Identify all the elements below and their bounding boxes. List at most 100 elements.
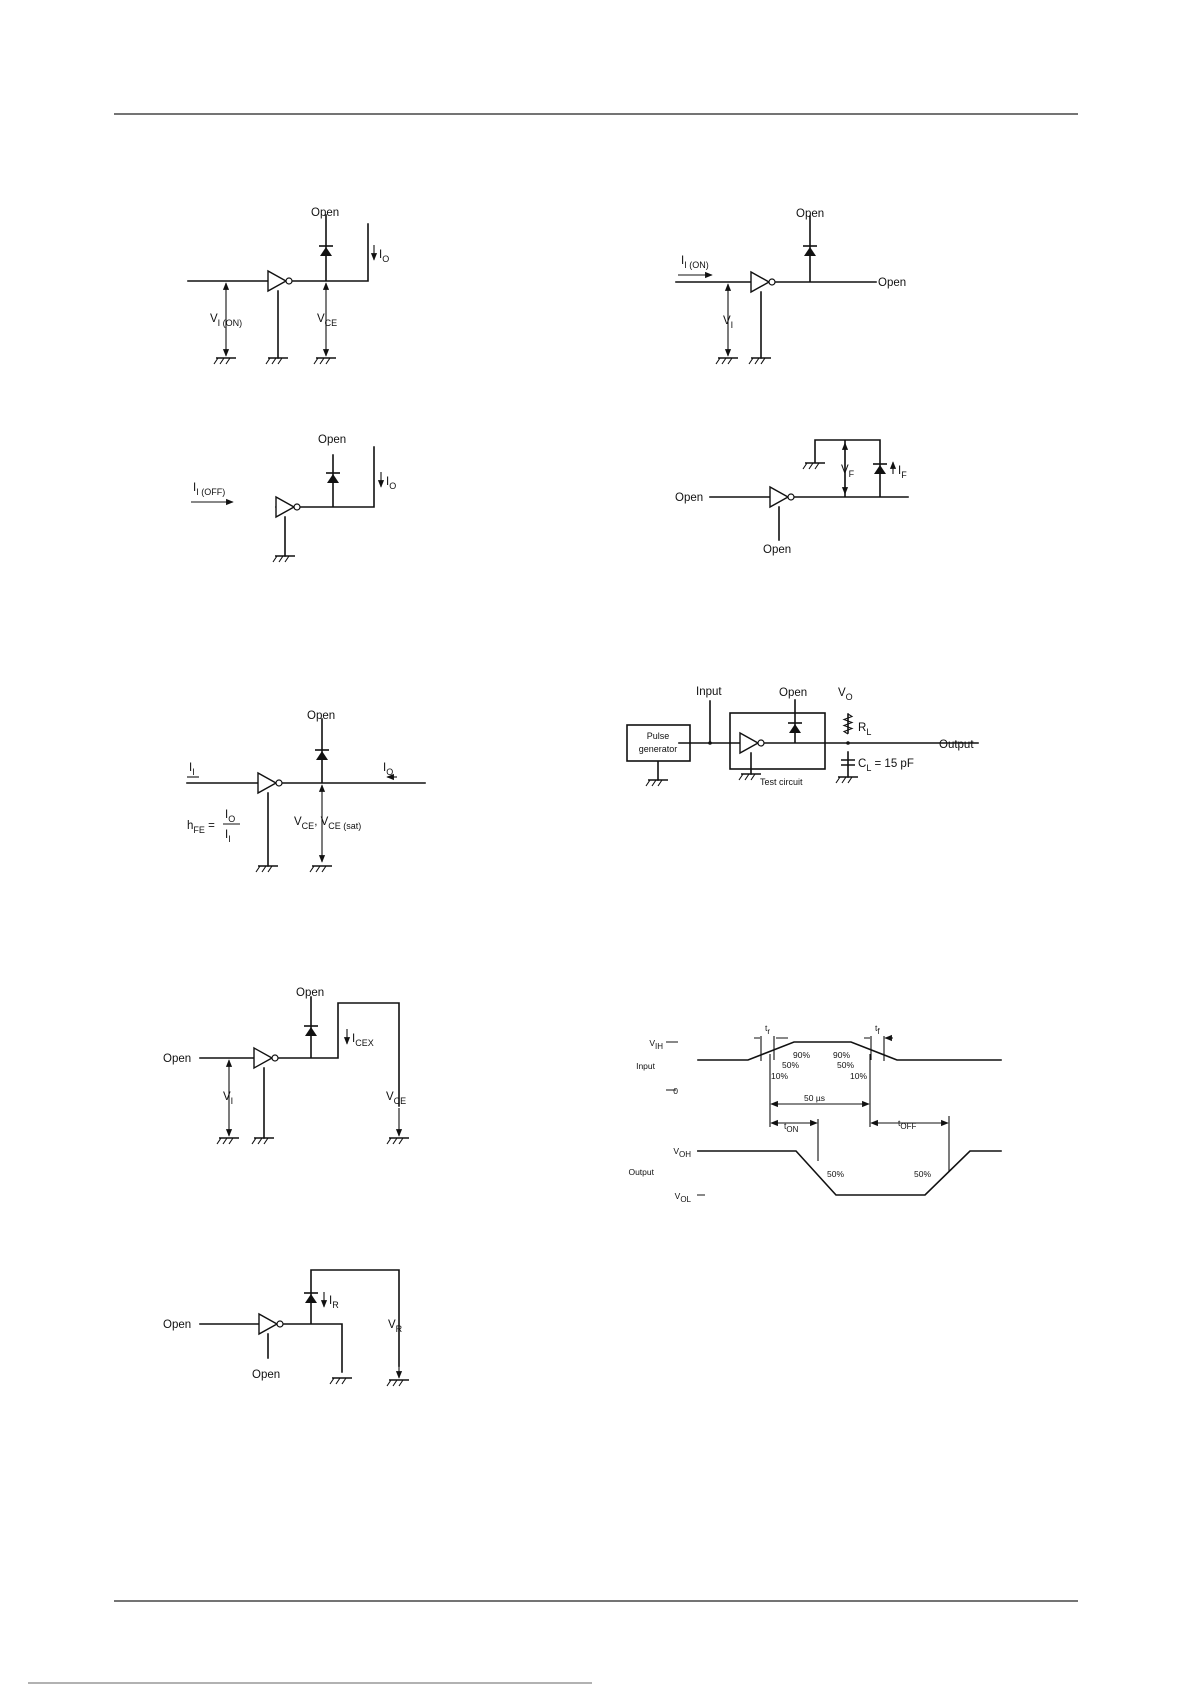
label-hfe-denominator: II <box>225 829 231 844</box>
circuit-input-off-current: Open IO II (OFF) <box>191 434 396 562</box>
label-open: Open <box>763 544 791 556</box>
diode-icon <box>319 246 333 256</box>
label-current: IO <box>379 249 389 264</box>
label-collector-voltage: VCE <box>317 313 337 328</box>
circuit-forward-voltage: Open Open VF IF <box>675 440 908 556</box>
label-supply-voltage: VO <box>838 687 853 702</box>
ground-icon <box>314 358 336 364</box>
inverter-icon <box>268 271 292 291</box>
label-forward-voltage: VF <box>841 464 855 479</box>
ground-icon <box>266 358 288 364</box>
label-forward-current: IF <box>898 465 907 480</box>
label-test-circuit: Test circuit <box>760 777 803 787</box>
ground-icon <box>646 780 668 786</box>
label-collector-voltage: VCE <box>386 1091 406 1106</box>
ground-icon <box>273 556 295 562</box>
label-pulse-generator: generator <box>639 744 678 754</box>
label-input-wave: Input <box>636 1061 656 1071</box>
label-turn-off-time: tOFF <box>898 1118 916 1131</box>
inverter-icon <box>740 733 764 753</box>
inverter-icon <box>276 497 300 517</box>
ground-icon <box>749 358 771 364</box>
ground-icon <box>214 358 236 364</box>
label-open: Open <box>307 710 335 722</box>
ground-icon <box>252 1138 274 1144</box>
label-input-current: II (ON) <box>681 255 709 270</box>
label-output-wave: Output <box>628 1167 654 1177</box>
label-reverse-voltage: VR <box>388 1319 403 1334</box>
diode-icon <box>326 473 340 483</box>
label-open: Open <box>318 434 346 446</box>
label-fall-time: tf <box>875 1023 880 1036</box>
output-waveform <box>698 1151 1001 1195</box>
label-voh: VOH <box>673 1146 691 1159</box>
switching-timing-diagram: VIH Input 0 VOH Output VOL tr tf 90% 50%… <box>628 1023 1001 1204</box>
label-vol: VOL <box>675 1191 692 1204</box>
inverter-icon <box>254 1048 278 1068</box>
diode-icon <box>788 723 802 733</box>
diode-icon <box>304 1026 318 1036</box>
label-load-resistor: RL <box>858 722 871 737</box>
diode-icon <box>315 750 329 760</box>
label-zero: 0 <box>673 1086 678 1096</box>
label-pulse-width: 50 µs <box>804 1093 825 1103</box>
diode-icon <box>873 464 887 474</box>
label-hfe-numerator: IO <box>225 809 235 824</box>
label-input-voltage: VI <box>223 1091 233 1106</box>
ground-icon <box>387 1138 409 1144</box>
inverter-icon <box>770 487 794 507</box>
label-open: Open <box>163 1053 191 1065</box>
label-input: Input <box>696 686 722 698</box>
label-rise-time: tr <box>765 1023 770 1036</box>
ground-icon <box>256 866 278 872</box>
label-10-percent: 10% <box>771 1071 788 1081</box>
label-open: Open <box>311 207 339 219</box>
label-open: Open <box>252 1369 280 1381</box>
label-input-current: II (OFF) <box>193 482 225 497</box>
diode-icon <box>803 246 817 256</box>
ground-icon <box>217 1138 239 1144</box>
label-pulse-generator: Pulse <box>647 731 670 741</box>
circuit-reverse-current: Open Open IR VR <box>163 1270 409 1386</box>
ground-icon <box>716 358 738 364</box>
circuit-input-on-voltage: Open IO VI (ON) VCE <box>188 207 389 364</box>
label-reverse-current: IR <box>329 1295 339 1310</box>
inverter-icon <box>258 773 282 793</box>
ground-icon <box>387 1380 409 1386</box>
label-vih: VIH <box>649 1038 663 1051</box>
ground-icon <box>310 866 332 872</box>
ground-icon <box>330 1378 352 1384</box>
diode-icon <box>304 1293 318 1303</box>
inverter-icon <box>751 272 775 292</box>
label-output: Output <box>939 739 974 751</box>
inverter-icon <box>259 1314 283 1334</box>
label-open: Open <box>675 492 703 504</box>
circuit-current-gain: Open II IO hFE = IO II VCE, VCE (sat) <box>187 710 425 872</box>
label-50-percent: 50% <box>782 1060 799 1070</box>
label-input-current: II <box>189 762 195 777</box>
label-load-capacitor: CL = 15 pF <box>858 758 914 773</box>
label-open: Open <box>296 987 324 999</box>
label-vce-sat: VCE, VCE (sat) <box>294 816 361 831</box>
ground-icon <box>739 774 761 780</box>
label-current: IO <box>386 476 396 491</box>
label-90-percent: 90% <box>833 1050 850 1060</box>
label-open: Open <box>779 687 807 699</box>
circuit-switching-test: Pulse generator Input Open Test circuit … <box>627 686 978 787</box>
circuit-leakage-current: Open Open ICEX VI VCE <box>163 987 409 1144</box>
label-90-percent: 90% <box>793 1050 810 1060</box>
label-10-percent: 10% <box>850 1071 867 1081</box>
label-hfe: hFE = <box>187 820 215 835</box>
label-open: Open <box>163 1319 191 1331</box>
label-50-percent: 50% <box>827 1169 844 1179</box>
circuit-input-on-current: Open Open II (ON) VI <box>676 208 906 364</box>
label-open: Open <box>878 277 906 289</box>
label-50-percent: 50% <box>914 1169 931 1179</box>
label-output-current: IO <box>383 762 393 777</box>
ground-icon <box>836 777 858 783</box>
label-open: Open <box>796 208 824 220</box>
ground-icon <box>803 463 825 469</box>
label-leakage-current: ICEX <box>352 1033 374 1048</box>
